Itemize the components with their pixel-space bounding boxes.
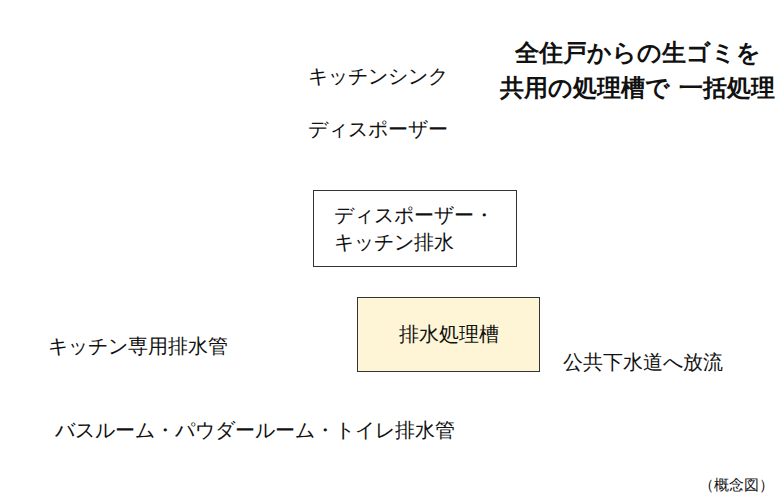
part-label: キッチンシンク bbox=[308, 64, 448, 89]
box-text: ディスポーザー・ キッチン排水 bbox=[334, 202, 496, 256]
tank-box: 排水処理槽 bbox=[357, 297, 540, 372]
caption: （概念図） bbox=[699, 476, 774, 495]
part-label: ディスポーザー bbox=[308, 117, 448, 142]
pipe-label: バスルーム・パウダールーム・トイレ排水管 bbox=[55, 418, 455, 443]
box-text: 排水処理槽 bbox=[368, 321, 529, 348]
outflow-label: 公共下水道へ放流 bbox=[563, 350, 723, 375]
callout-box: ディスポーザー・ キッチン排水 bbox=[313, 190, 517, 267]
pipe-label: キッチン専用排水管 bbox=[48, 334, 228, 359]
headline: 全住戸からの生ゴミを 共用の処理槽で 一括処理 bbox=[500, 36, 775, 106]
